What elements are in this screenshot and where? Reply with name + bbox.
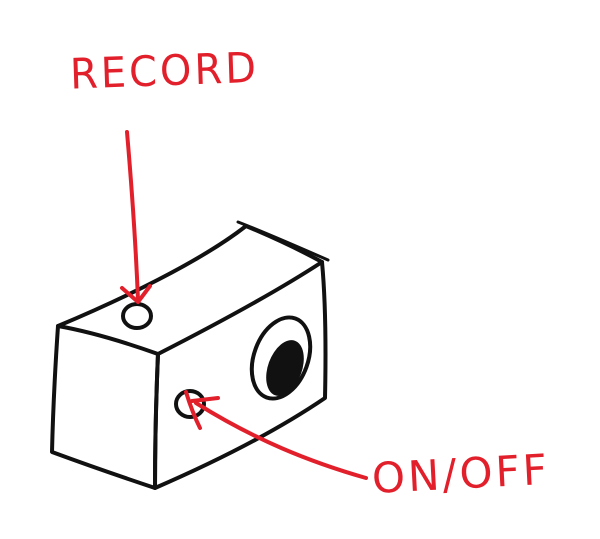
camera-lens bbox=[249, 315, 313, 401]
record-arrow bbox=[120, 130, 152, 304]
camera-top-face bbox=[56, 224, 324, 356]
on-off-label: ON/OFF bbox=[370, 444, 552, 503]
camera-top-edge bbox=[236, 220, 330, 262]
camera-body bbox=[50, 220, 330, 490]
record-label: RECORD bbox=[69, 43, 260, 100]
record-button bbox=[121, 302, 153, 330]
lens-glass bbox=[266, 340, 304, 396]
lens-outer-ring bbox=[249, 315, 313, 401]
onoff-arrow bbox=[184, 390, 368, 480]
camera-side-face bbox=[153, 260, 328, 490]
power-button bbox=[174, 389, 206, 419]
